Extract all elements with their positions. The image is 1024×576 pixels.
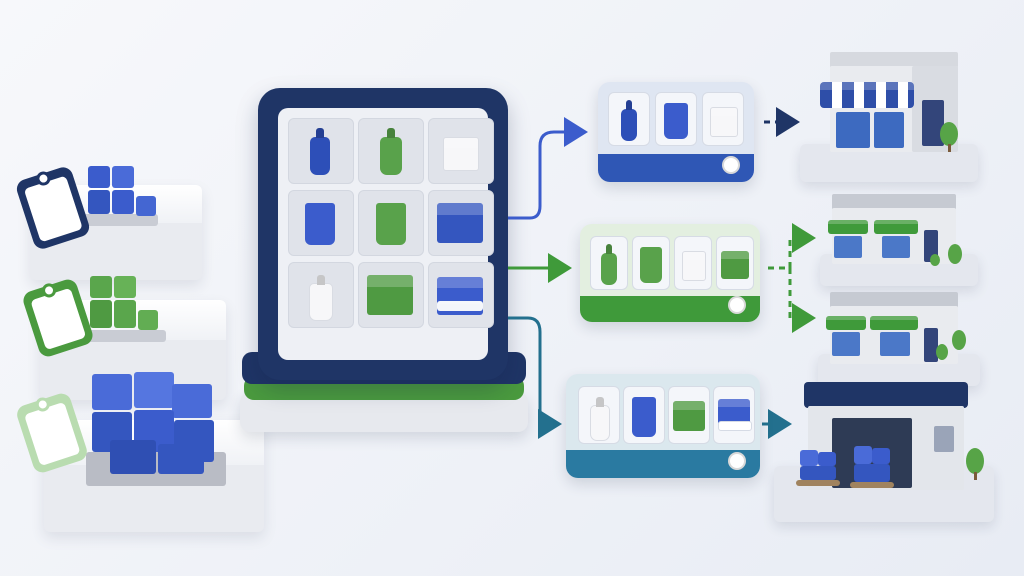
product-slot bbox=[702, 92, 744, 146]
dashed-arrow-to-shop-2 bbox=[788, 268, 816, 333]
product-slot bbox=[716, 236, 754, 290]
catalog-tablet bbox=[258, 88, 508, 380]
box-icon bbox=[682, 251, 706, 281]
grid-cell bbox=[428, 118, 494, 184]
box-icon bbox=[710, 107, 738, 137]
grid-cell bbox=[428, 262, 494, 328]
plant-icon bbox=[948, 244, 962, 264]
green-awning bbox=[874, 220, 918, 234]
channel-panel-green bbox=[580, 224, 760, 322]
green-awning bbox=[870, 316, 918, 330]
status-dot bbox=[728, 296, 746, 314]
box-icon bbox=[367, 275, 413, 315]
product-slot bbox=[674, 236, 712, 290]
pouch-icon bbox=[640, 247, 662, 283]
product-slot bbox=[713, 386, 755, 444]
grid-cell bbox=[428, 190, 494, 256]
product-grid bbox=[278, 108, 494, 360]
box-icon bbox=[721, 251, 749, 279]
arrow-to-blue-panel bbox=[508, 117, 588, 220]
plant-icon bbox=[966, 448, 984, 474]
pallet bbox=[82, 214, 158, 226]
bottle-icon bbox=[380, 137, 402, 175]
box-icon bbox=[437, 203, 483, 243]
green-awning bbox=[826, 316, 866, 330]
status-dot bbox=[722, 156, 740, 174]
blue-box-stack bbox=[800, 450, 818, 466]
bottle-icon bbox=[590, 405, 610, 441]
warehouse-icon bbox=[774, 382, 994, 524]
box-icon bbox=[443, 137, 479, 171]
blue-box-stack bbox=[854, 446, 872, 464]
bottle-crate-icon bbox=[718, 399, 750, 425]
shop-icon bbox=[818, 288, 980, 388]
bottle-icon bbox=[310, 137, 330, 175]
product-slot bbox=[578, 386, 620, 444]
arrow-to-teal-panel bbox=[508, 316, 562, 439]
pouch-icon bbox=[305, 203, 335, 245]
product-slot bbox=[632, 236, 670, 290]
status-dot bbox=[728, 452, 746, 470]
shop-icon bbox=[820, 190, 978, 288]
pouch-icon bbox=[632, 397, 656, 437]
product-slot bbox=[623, 386, 665, 444]
bottle-icon bbox=[601, 253, 617, 285]
striped-awning bbox=[820, 82, 914, 108]
plant-icon bbox=[952, 330, 966, 350]
large-blue-box-stack bbox=[92, 374, 132, 410]
storefront-icon bbox=[800, 52, 978, 186]
grid-cell bbox=[358, 190, 424, 256]
grid-cell bbox=[358, 262, 424, 328]
product-slot bbox=[590, 236, 628, 290]
green-box-stack bbox=[90, 276, 112, 298]
grid-cell bbox=[358, 118, 424, 184]
plant-icon bbox=[940, 122, 958, 146]
plant-icon bbox=[930, 254, 940, 266]
channel-panel-blue bbox=[598, 82, 754, 182]
blue-box-stack bbox=[88, 166, 110, 188]
pouch-icon bbox=[376, 203, 406, 245]
plant-icon bbox=[936, 344, 948, 360]
product-slot bbox=[668, 386, 710, 444]
product-slot bbox=[608, 92, 650, 146]
dashed-arrow-to-shop-1 bbox=[768, 223, 816, 270]
green-awning bbox=[828, 220, 868, 234]
box-icon bbox=[673, 401, 705, 431]
channel-panel-teal bbox=[566, 374, 760, 478]
grid-cell bbox=[288, 190, 354, 256]
pouch-icon bbox=[664, 103, 688, 139]
grid-cell bbox=[288, 262, 354, 328]
product-slot bbox=[655, 92, 697, 146]
grid-cell bbox=[288, 118, 354, 184]
bottle-icon bbox=[309, 283, 333, 321]
bottle-icon bbox=[621, 109, 637, 141]
